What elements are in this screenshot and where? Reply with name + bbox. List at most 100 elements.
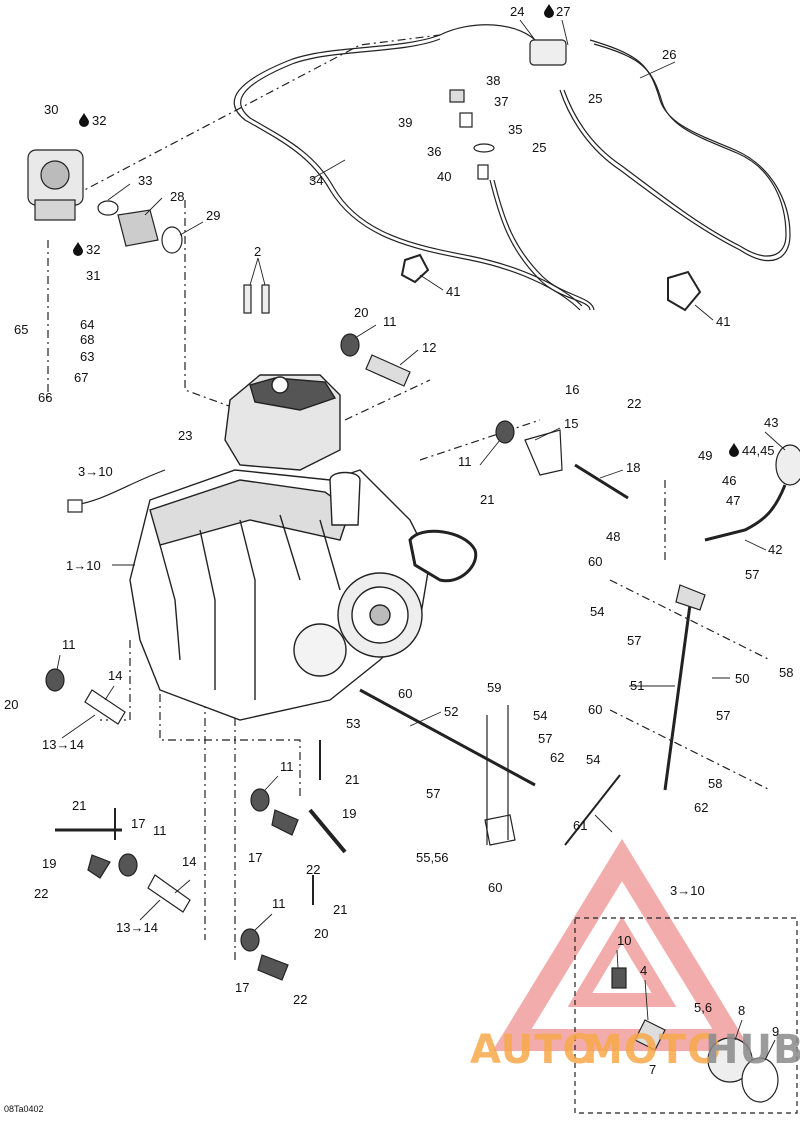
callout-33: 33 (138, 173, 152, 188)
callout-57: 57 (627, 633, 641, 648)
callout-21: 21 (72, 798, 86, 813)
callout-65: 65 (14, 322, 28, 337)
callout-1-10: 1→10 (66, 558, 101, 573)
callout-64: 64 (80, 317, 94, 332)
callout-46: 46 (722, 473, 736, 488)
callout-42: 42 (768, 542, 782, 557)
callout-37: 37 (494, 94, 508, 109)
watermark-hub: HUB (705, 1027, 800, 1073)
callout-27: 27 (556, 4, 570, 19)
callout-23: 23 (178, 428, 192, 443)
callout-48: 48 (606, 529, 620, 544)
callout-13-14: 13→14 (116, 920, 158, 935)
callout-19: 19 (342, 806, 356, 821)
callout-11: 11 (458, 454, 472, 469)
callout-43: 43 (764, 415, 778, 430)
callout-55-56: 55,56 (416, 850, 449, 865)
watermark-moto: MOTO (583, 1027, 722, 1073)
callout-13-14: 13→14 (42, 737, 84, 752)
callout-9: 9 (772, 1024, 779, 1039)
callout-11: 11 (280, 759, 294, 774)
callout-20: 20 (314, 926, 328, 941)
callout-11: 11 (153, 823, 167, 838)
callout-22: 22 (34, 886, 48, 901)
callout-57: 57 (745, 567, 759, 582)
callout-54: 54 (586, 752, 600, 767)
callout-20: 20 (4, 697, 18, 712)
callout-57: 57 (538, 731, 552, 746)
callout-labels: 24 27 26 25 38 37 39 35 36 25 40 34 30 3… (4, 4, 793, 1114)
callout-60: 60 (588, 554, 602, 569)
callout-19: 19 (42, 856, 56, 871)
watermark-logo (492, 838, 752, 1051)
callout-57: 57 (426, 786, 440, 801)
callout-60: 60 (488, 880, 502, 895)
callout-31: 31 (86, 268, 100, 283)
callout-21: 21 (345, 772, 359, 787)
callout-21: 21 (333, 902, 347, 917)
callout-22: 22 (293, 992, 307, 1007)
parts (27, 39, 800, 1114)
cables (47, 24, 791, 960)
cable-34 (233, 24, 581, 311)
callout-47: 47 (726, 493, 740, 508)
carburetor (27, 149, 84, 221)
drawing-id: 08Ta0402 (4, 1104, 44, 1114)
callout-3-10: 3→10 (78, 464, 113, 479)
callout-30: 30 (44, 102, 58, 117)
callout-17: 17 (235, 980, 249, 995)
callout-28: 28 (170, 189, 184, 204)
callout-51: 51 (630, 678, 644, 693)
callout-3-10: 3→10 (670, 883, 705, 898)
callout-41: 41 (446, 284, 460, 299)
callout-59: 59 (487, 680, 501, 695)
callout-67: 67 (74, 370, 88, 385)
callout-57: 57 (716, 708, 730, 723)
callout-24: 24 (510, 4, 524, 19)
callout-32: 32 (92, 113, 106, 128)
callout-8: 8 (738, 1003, 745, 1018)
callout-61: 61 (573, 818, 587, 833)
watermark-auto: AUTO (470, 1027, 598, 1073)
watermark-text: AUTO MOTO HUB (470, 1027, 800, 1073)
callout-54: 54 (590, 604, 604, 619)
callout-4: 4 (640, 963, 647, 978)
callout-15: 15 (564, 416, 578, 431)
callout-60: 60 (588, 702, 602, 717)
callout-58: 58 (708, 776, 722, 791)
callout-41: 41 (716, 314, 730, 329)
callout-14: 14 (108, 668, 122, 683)
callout-62: 62 (694, 800, 708, 815)
callout-22: 22 (306, 862, 320, 877)
callout-39: 39 (398, 115, 412, 130)
oil-drop-icon (729, 443, 739, 457)
callout-2: 2 (254, 244, 261, 259)
callout-7: 7 (649, 1062, 656, 1077)
callout-44-45: 44,45 (742, 443, 775, 458)
callout-26: 26 (662, 47, 676, 62)
engine-block (129, 374, 478, 721)
callout-18: 18 (626, 460, 640, 475)
callout-54: 54 (533, 708, 547, 723)
callout-52: 52 (444, 704, 458, 719)
callout-17: 17 (131, 816, 145, 831)
cable-26 (559, 39, 791, 262)
callout-25: 25 (588, 91, 602, 106)
callout-16: 16 (565, 382, 579, 397)
callout-35: 35 (508, 122, 522, 137)
callout-68: 68 (80, 332, 94, 347)
callout-66: 66 (38, 390, 52, 405)
oil-drop-icons (73, 4, 739, 457)
callout-34: 34 (309, 173, 323, 188)
callout-10: 10 (617, 933, 631, 948)
callout-36: 36 (427, 144, 441, 159)
callout-49: 49 (698, 448, 712, 463)
callout-32: 32 (86, 242, 100, 257)
callout-17: 17 (248, 850, 262, 865)
callout-14: 14 (182, 854, 196, 869)
callout-21: 21 (480, 492, 494, 507)
callout-58: 58 (779, 665, 793, 680)
callout-22: 22 (627, 396, 641, 411)
callout-29: 29 (206, 208, 220, 223)
